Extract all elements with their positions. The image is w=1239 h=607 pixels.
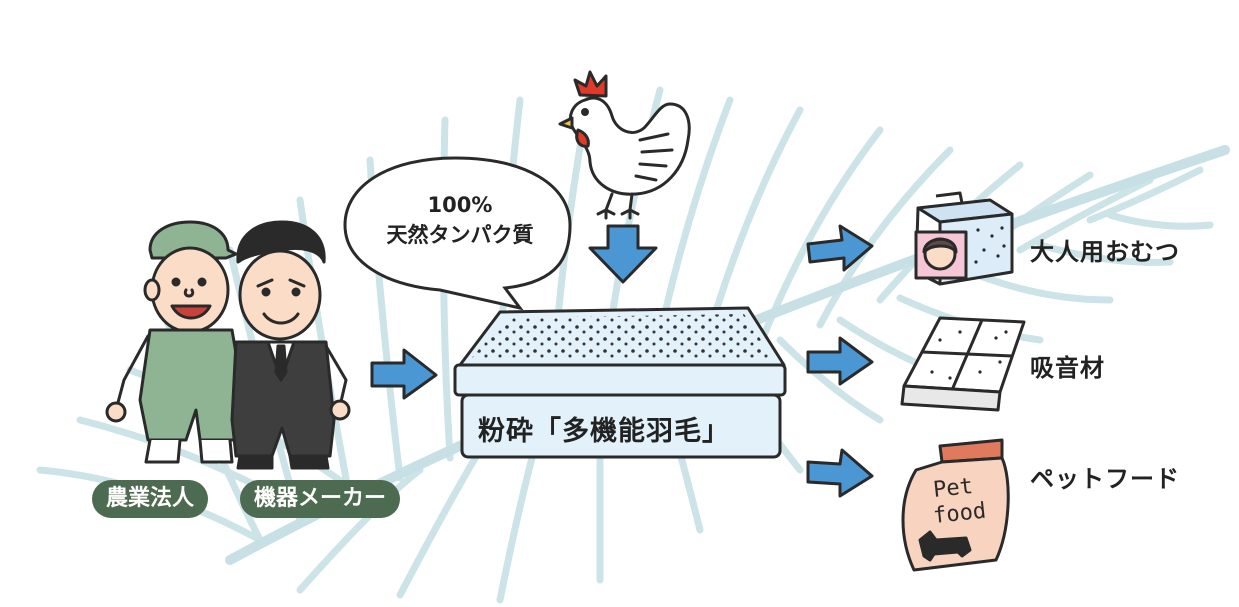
product-label-pet-food: ペットフード xyxy=(1030,465,1180,493)
arrow-to-panel-icon xyxy=(806,336,874,386)
product-label-diaper: 大人用おむつ xyxy=(1030,238,1180,266)
speech-bubble xyxy=(343,156,572,311)
maker-pill: 機器メーカー xyxy=(240,480,401,518)
pet-food-line2: food xyxy=(932,499,987,529)
arrow-to-diaper-icon xyxy=(806,224,874,272)
arrow-down-icon xyxy=(588,224,658,284)
product-label-sound-absorber: 吸音材 xyxy=(1030,354,1105,382)
businessman-figure xyxy=(230,220,351,470)
diaper-pack-icon xyxy=(914,191,1014,286)
dog-icon xyxy=(918,530,972,562)
arrow-to-petfood-icon xyxy=(806,448,874,498)
tray-label: 粉砕「多機能羽毛」 xyxy=(478,416,730,447)
rooster-icon xyxy=(558,70,691,220)
pet-food-line1: Pet xyxy=(932,474,974,503)
pet-food-bag-icon: Pet food xyxy=(901,438,1010,572)
arrow-right-icon xyxy=(370,348,438,400)
farm-pill: 農業法人 xyxy=(92,480,209,518)
feather-tray xyxy=(453,306,787,459)
sound-absorbing-panel-icon xyxy=(900,316,1026,412)
bubble-text: 100% 天然タンパク質 xyxy=(375,190,545,250)
bubble-line1: 100% xyxy=(427,193,493,217)
bubble-line2: 天然タンパク質 xyxy=(386,223,534,247)
farmer-figure xyxy=(105,220,246,464)
